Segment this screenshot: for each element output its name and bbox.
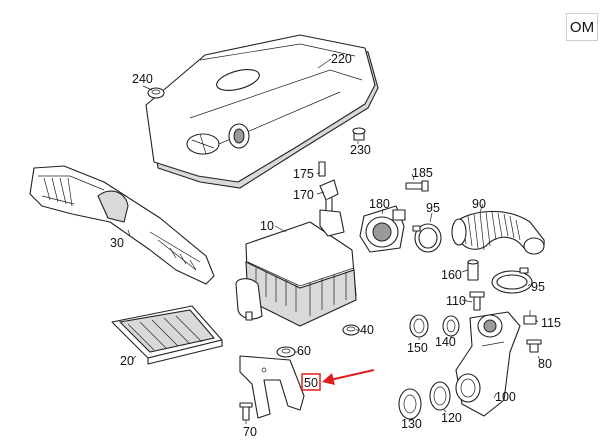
grommet-lower-part (276, 346, 296, 358)
callout-80: 80 (538, 357, 552, 371)
callout-95-upper: 95 (426, 201, 440, 215)
fitting-part (469, 291, 485, 311)
intake-duct-part (29, 165, 215, 285)
bolt-part (405, 180, 429, 192)
callout-20: 20 (120, 354, 134, 368)
callout-95-lower: 95 (531, 280, 545, 294)
callout-160: 160 (441, 268, 462, 282)
callout-130: 130 (401, 417, 422, 431)
clip-part (523, 310, 537, 325)
engine-cover-part (145, 34, 379, 189)
callout-175: 175 (293, 167, 314, 181)
callout-60: 60 (297, 344, 311, 358)
bracket-part (239, 355, 305, 421)
callout-150: 150 (407, 341, 428, 355)
seal-ring-part (409, 314, 429, 338)
callout-170: 170 (293, 188, 314, 202)
sensor-part (318, 161, 339, 215)
callout-240: 240 (132, 72, 153, 86)
airflow-sensor-part (359, 205, 406, 253)
callout-230: 230 (350, 143, 371, 157)
callout-50: 50 (304, 376, 318, 390)
filter-element-part (111, 305, 223, 365)
air-filter-housing-part (235, 209, 357, 327)
screw-part (526, 339, 542, 353)
callout-10: 10 (260, 219, 274, 233)
highlight-arrow-line (329, 369, 375, 381)
leader-lines (127, 58, 541, 424)
highlight-arrow-head (322, 373, 335, 385)
callout-220: 220 (331, 52, 352, 66)
callout-180: 180 (369, 197, 390, 211)
callout-120: 120 (441, 411, 462, 425)
hose-clamp-lower-part (491, 267, 533, 294)
grommet-part (352, 127, 366, 141)
om-badge: OM (566, 13, 598, 41)
callout-100: 100 (495, 390, 516, 404)
callout-40: 40 (360, 323, 374, 337)
callout-30: 30 (110, 236, 124, 250)
temperature-sensor-part (467, 259, 479, 281)
cap-part (147, 87, 165, 99)
callout-90: 90 (472, 197, 486, 211)
callout-110: 110 (446, 294, 466, 308)
highlight-box (301, 373, 321, 391)
highlight-marker (301, 369, 375, 391)
seal-ring-lower-part (398, 388, 422, 420)
callout-115: 115 (541, 316, 561, 330)
hose-clamp-ring-part (429, 381, 451, 411)
connector-ring-part (442, 315, 460, 337)
callout-70: 70 (243, 425, 257, 439)
callout-185: 185 (412, 166, 433, 180)
callout-140: 140 (435, 335, 456, 349)
hose-clamp-part (412, 223, 442, 253)
intake-pipe-part (455, 311, 521, 417)
callout-labels: 220 240 230 185 175 170 180 95 90 10 30 … (110, 52, 561, 439)
intake-hose-part (451, 210, 545, 255)
